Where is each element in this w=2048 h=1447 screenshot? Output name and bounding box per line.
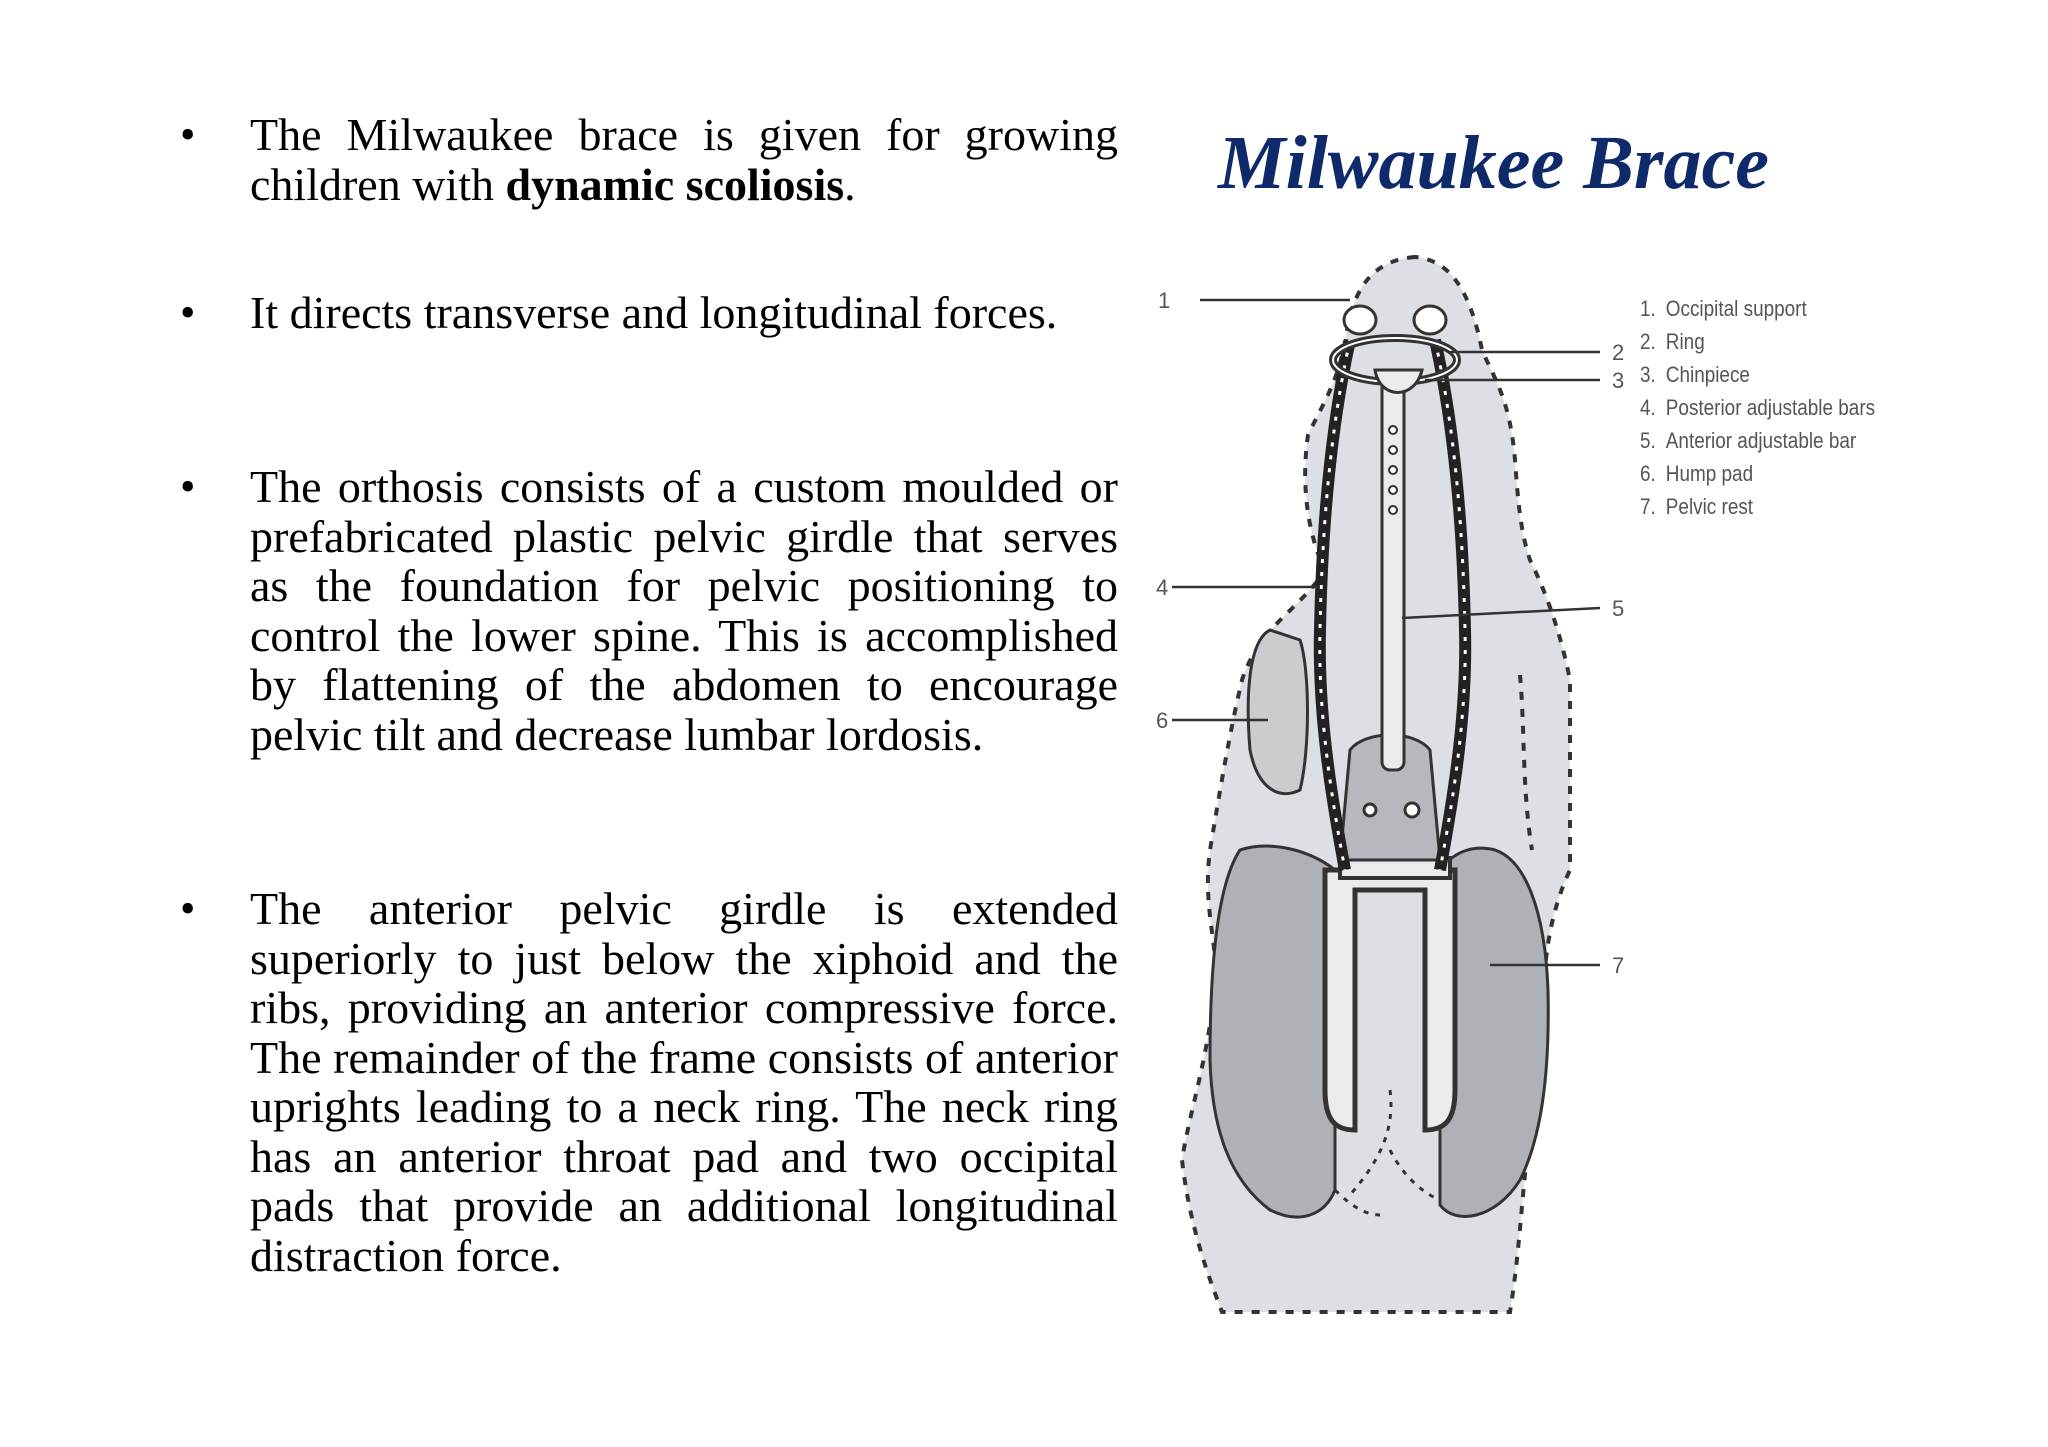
callout-5: 5 — [1612, 596, 1624, 621]
arm-gap-line — [1518, 674, 1534, 851]
callout-1: 1 — [1158, 288, 1170, 313]
bullet-marker: • — [180, 884, 196, 933]
slide-title: Milwaukee Brace — [1218, 121, 1769, 205]
bullet-text: The Milwaukee brace is given for growing… — [250, 109, 1118, 210]
posterior-bar-left — [1313, 338, 1356, 872]
pelvic-girdle — [1322, 867, 1458, 1133]
legend-item: 5.Anterior adjustable bar — [1640, 428, 1857, 453]
gluteal-cleft — [1333, 1089, 1456, 1217]
milwaukee-brace-diagram: 1 2 3 4 5 6 7 — [1156, 254, 1624, 1314]
pad-rivet — [1403, 801, 1421, 819]
occipital-pad-left — [1342, 304, 1378, 336]
callout-6: 6 — [1156, 708, 1168, 733]
callout-3: 3 — [1612, 368, 1624, 393]
hump-pad — [1246, 628, 1309, 796]
legend-item: 4.Posterior adjustable bars — [1640, 395, 1876, 420]
callout-7: 7 — [1612, 953, 1624, 978]
callout-2: 2 — [1612, 340, 1624, 365]
chinpiece — [1373, 368, 1424, 394]
legend-item: 2.Ring — [1640, 329, 1705, 354]
legend-item: 3.Chinpiece — [1640, 362, 1750, 387]
legend-item: 6.Hump pad — [1640, 461, 1754, 486]
bullet-marker: • — [180, 288, 196, 337]
legend-item: 1.Occipital support — [1640, 296, 1807, 321]
diagram-legend: 1.Occipital support 2.Ring 3.Chinpiece 4… — [1640, 292, 1875, 523]
posterior-bar-right — [1429, 338, 1472, 872]
bullet-marker: • — [180, 110, 196, 159]
legend-item: 7.Pelvic rest — [1640, 494, 1754, 519]
pad-rivet — [1362, 802, 1378, 818]
pelvic-rest-left — [1208, 844, 1337, 1219]
bullet-marker: • — [180, 462, 196, 511]
bullet-text: The orthosis consists of a custom moulde… — [250, 461, 1118, 760]
bullet-text: The anterior pelvic girdle is extended s… — [250, 883, 1118, 1281]
callout-4: 4 — [1156, 575, 1168, 600]
occipital-pad-right — [1412, 304, 1448, 336]
bullet-text: It directs transverse and longitudinal f… — [250, 287, 1058, 338]
